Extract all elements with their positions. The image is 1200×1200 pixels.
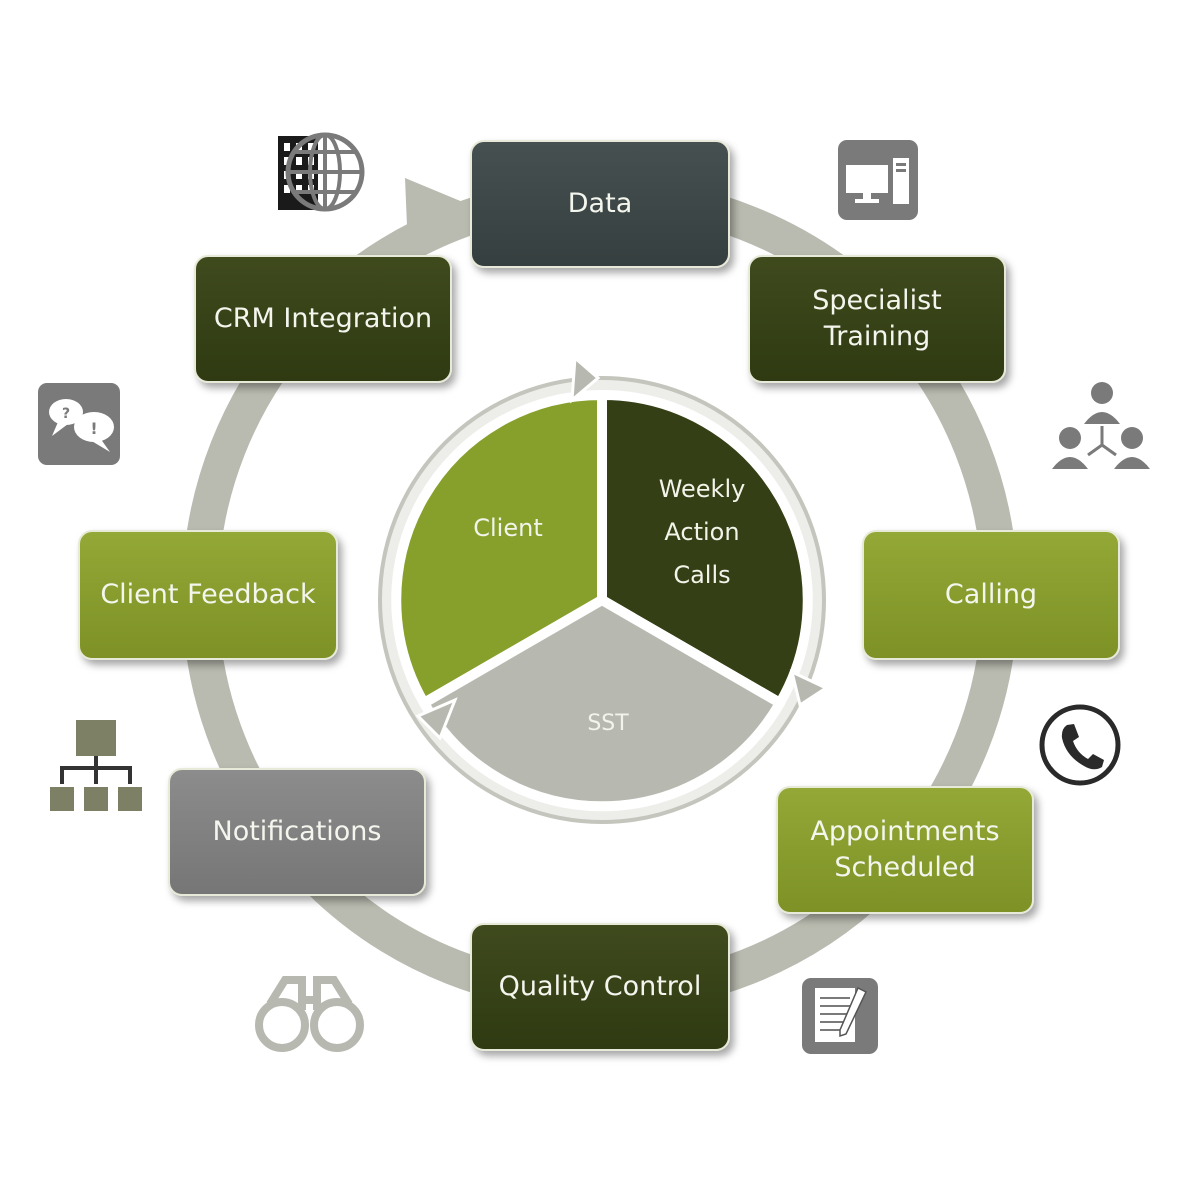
step-data-label: Data: [567, 188, 633, 219]
step-crm-integration: CRM Integration: [194, 255, 452, 383]
step-data: Data: [470, 140, 730, 268]
computer-icon: [838, 140, 918, 220]
step-client-feedback: Client Feedback: [78, 530, 338, 660]
phone-icon: [1039, 704, 1121, 786]
sst-sector: [419, 595, 785, 812]
step-appointments-scheduled-label: Appointments Scheduled: [810, 816, 1000, 883]
org-chart-icon: [50, 720, 142, 811]
team-hierarchy-icon: [1052, 382, 1150, 469]
svg-text:?: ?: [62, 406, 70, 422]
building-globe-icon: [278, 132, 365, 212]
inner-arrowhead-top: [570, 354, 601, 404]
svg-text:!: !: [90, 419, 97, 438]
inner-sst-label: SST: [587, 711, 629, 736]
step-specialist-training: Specialist Training: [748, 255, 1006, 383]
inner-arrowhead-right: [789, 669, 830, 708]
speech-bubbles-icon: ? !: [38, 383, 120, 465]
step-specialist-training-label: Specialist Training: [812, 285, 942, 352]
step-quality-control-label: Quality Control: [498, 971, 702, 1002]
step-calling: Calling: [862, 530, 1120, 660]
step-client-feedback-label: Client Feedback: [100, 579, 316, 610]
inner-weekly-action-calls-label: Weekly Action Calls: [658, 475, 746, 589]
binoculars-icon: [255, 976, 364, 1052]
step-calling-label: Calling: [944, 579, 1038, 610]
outer-ring-arrowhead: [405, 178, 470, 250]
step-crm-integration-label: CRM Integration: [213, 303, 433, 334]
step-appointments-scheduled: Appointments Scheduled: [776, 786, 1034, 914]
step-quality-control: Quality Control: [470, 923, 730, 1051]
notepad-icon: [802, 978, 878, 1054]
inner-client-label: Client: [473, 514, 543, 542]
step-notifications-label: Notifications: [212, 816, 382, 847]
step-notifications: Notifications: [168, 768, 426, 896]
inner-arrowhead-left: [415, 697, 458, 741]
